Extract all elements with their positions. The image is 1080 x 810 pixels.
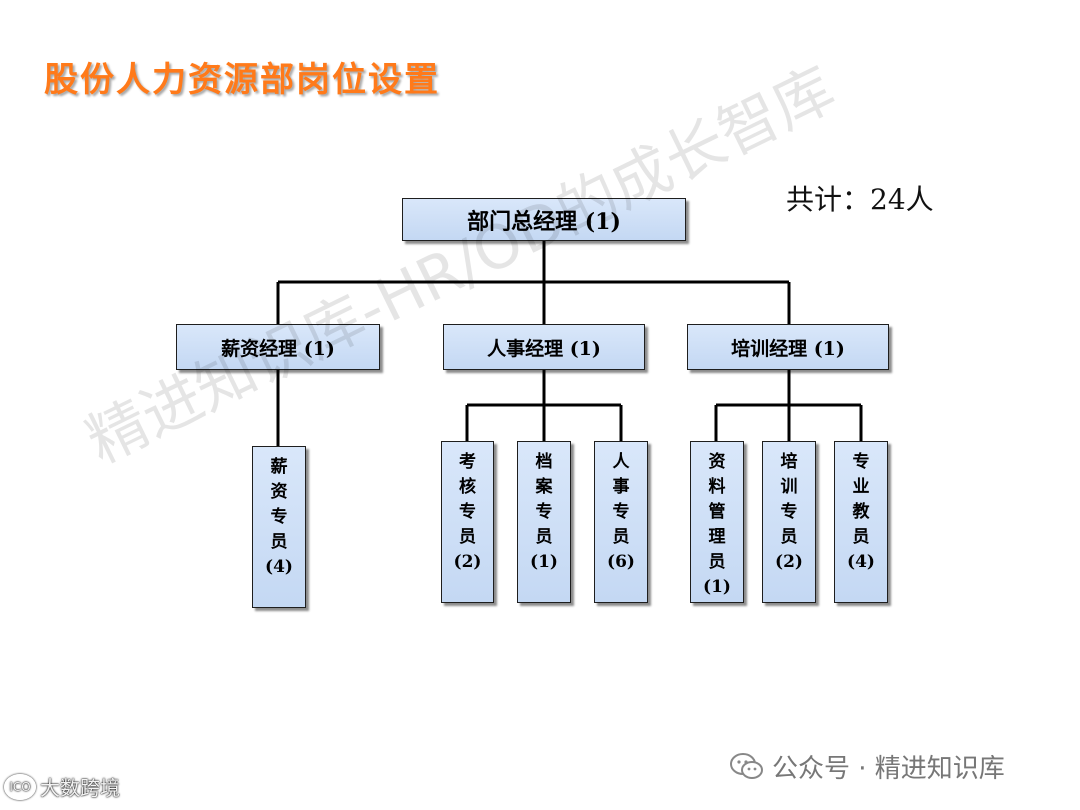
node-char: 资 bbox=[708, 452, 726, 472]
node-char: 训 bbox=[780, 477, 798, 497]
corner-watermark-text: 大数跨境 bbox=[40, 776, 120, 800]
node-char: 资 bbox=[270, 482, 288, 502]
node-char: 料 bbox=[708, 477, 726, 497]
page-title: 股份人力资源部岗位设置 bbox=[44, 60, 440, 100]
footer-brand-text: 公众号 · 精进知识库 bbox=[772, 754, 1005, 784]
node-char: 员 bbox=[535, 527, 553, 547]
node-char: 专 bbox=[535, 502, 553, 522]
node-salary-manager: 薪资经理 (1) bbox=[176, 324, 380, 370]
node-assessment-specialist: 考 核 专 员 (2) bbox=[441, 441, 494, 603]
node-char: 理 bbox=[708, 527, 726, 547]
node-char: 事 bbox=[612, 477, 630, 497]
node-personnel-manager: 人事经理 (1) bbox=[443, 324, 645, 370]
node-char: 案 bbox=[535, 477, 553, 497]
node-char: 培 bbox=[780, 452, 798, 472]
node-department-head: 部门总经理 (1) bbox=[402, 198, 686, 241]
node-label: 薪资经理 (1) bbox=[221, 337, 335, 360]
node-char: 员 bbox=[270, 532, 288, 552]
node-char: 专 bbox=[270, 507, 288, 527]
node-char: 档 bbox=[535, 452, 553, 472]
node-training-specialist: 培 训 专 员 (2) bbox=[762, 441, 816, 603]
node-char: 员 bbox=[459, 527, 476, 547]
node-char: 薪 bbox=[270, 457, 288, 477]
node-count: (1) bbox=[703, 577, 731, 597]
footer-brand: 公众号 · 精进知识库 bbox=[730, 748, 1005, 785]
total-headcount: 共计：24人 bbox=[786, 183, 934, 216]
node-char: 业 bbox=[852, 477, 870, 497]
node-hr-specialist: 人 事 专 员 (6) bbox=[594, 441, 648, 603]
node-char: 员 bbox=[708, 552, 726, 572]
node-char: 专 bbox=[780, 502, 798, 522]
node-char: 专 bbox=[459, 502, 476, 522]
node-char: 专 bbox=[612, 502, 630, 522]
node-count: (2) bbox=[453, 552, 482, 572]
node-count: (1) bbox=[530, 552, 558, 572]
node-archive-specialist: 档 案 专 员 (1) bbox=[517, 441, 571, 603]
node-count: (2) bbox=[775, 552, 803, 572]
node-char: 管 bbox=[708, 502, 726, 522]
node-char: 人 bbox=[612, 452, 630, 472]
node-label: 培训经理 (1) bbox=[731, 337, 845, 360]
node-char: 员 bbox=[780, 527, 798, 547]
node-label: 人事经理 (1) bbox=[487, 337, 601, 360]
wechat-icon bbox=[730, 752, 763, 779]
logo-icon: ICO bbox=[4, 773, 36, 800]
node-label: 部门总经理 (1) bbox=[467, 208, 621, 235]
node-char: 教 bbox=[852, 502, 870, 522]
node-char: 核 bbox=[459, 477, 476, 497]
corner-watermark: ICO 大数跨境 bbox=[4, 772, 120, 801]
node-salary-specialist: 薪 资 专 员 (4) bbox=[252, 446, 306, 608]
node-count: (4) bbox=[847, 552, 875, 572]
node-char: 员 bbox=[612, 527, 630, 547]
node-professional-instructor: 专 业 教 员 (4) bbox=[834, 441, 888, 603]
node-char: 员 bbox=[852, 527, 870, 547]
node-data-administrator: 资 料 管 理 员 (1) bbox=[690, 441, 744, 603]
node-count: (6) bbox=[607, 552, 635, 572]
node-char: 考 bbox=[459, 452, 476, 472]
node-count: (4) bbox=[265, 557, 293, 577]
node-char: 专 bbox=[852, 452, 870, 472]
node-training-manager: 培训经理 (1) bbox=[687, 324, 889, 370]
